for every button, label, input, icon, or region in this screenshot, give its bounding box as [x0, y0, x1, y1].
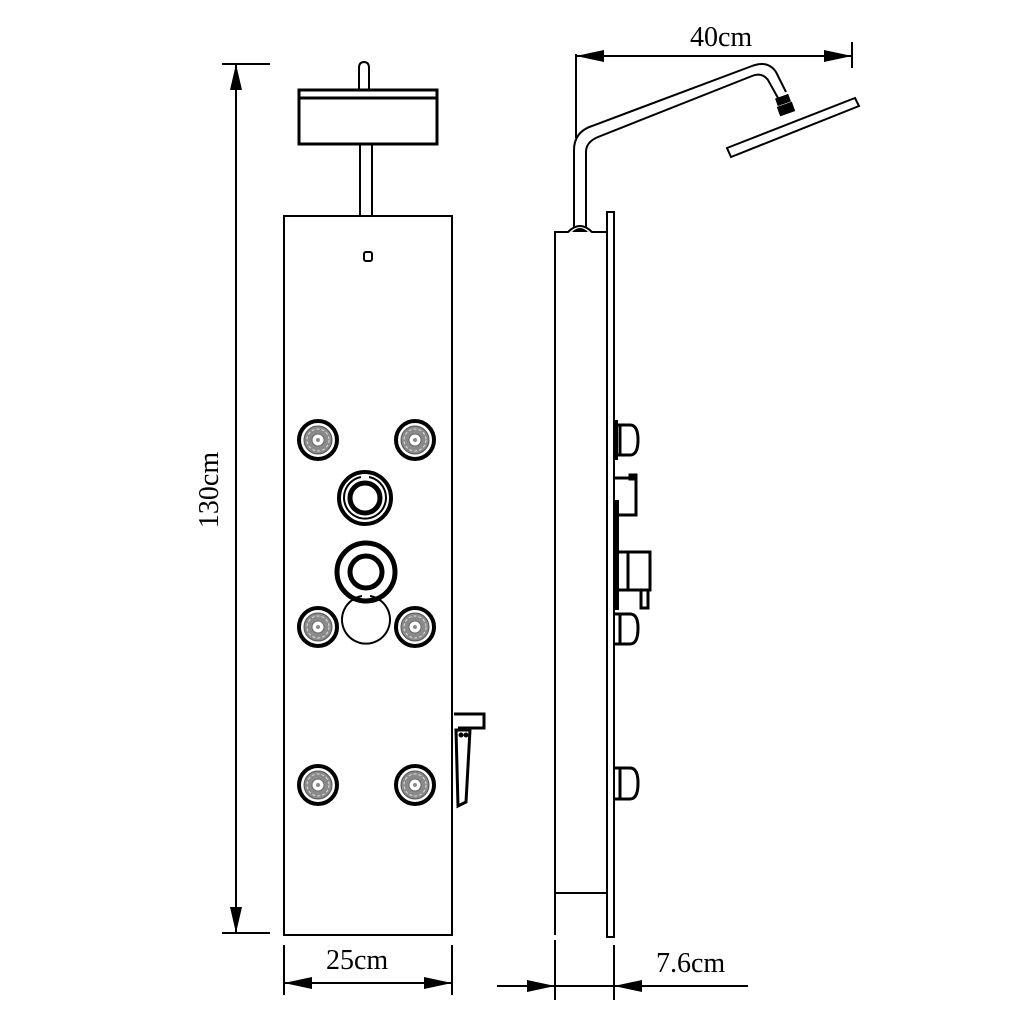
top-nozzle	[363, 251, 373, 262]
height-label: 130cm	[194, 451, 225, 529]
glass-plate	[606, 211, 615, 938]
shower-arm	[573, 63, 787, 228]
panel-front	[283, 215, 453, 936]
side-fittings	[614, 420, 652, 801]
arm-reach-label: 40cm	[690, 22, 753, 53]
width-dimension	[283, 945, 453, 995]
control-knob-upper	[337, 470, 393, 526]
depth-dimension	[497, 940, 748, 1000]
side-view	[554, 63, 861, 938]
body-jet	[394, 419, 436, 461]
body-jet	[297, 606, 339, 648]
arm-reach-dimension	[575, 42, 853, 138]
top-pipe-stub	[358, 60, 370, 90]
height-dimension	[222, 63, 270, 934]
body-jet	[394, 764, 436, 806]
front-view	[283, 60, 486, 936]
shower-head-side	[725, 96, 861, 159]
hand-shower-spout	[454, 712, 486, 809]
body-jet	[394, 606, 436, 648]
body-jet	[297, 764, 339, 806]
shower-head-front	[297, 88, 439, 146]
body-jets	[297, 419, 436, 806]
control-knob-lower	[334, 540, 398, 645]
depth-label: 7.6cm	[656, 948, 726, 979]
width-label: 25cm	[326, 945, 389, 976]
body-jet	[297, 419, 339, 461]
